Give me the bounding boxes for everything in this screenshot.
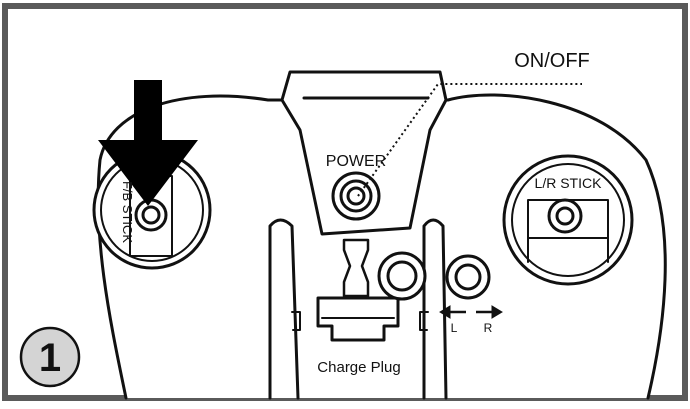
- left-round-button-inner[interactable]: [386, 260, 418, 292]
- charge-connector-neck: [342, 238, 370, 298]
- fb-stick-label: F/B STICK: [120, 181, 135, 243]
- power-button-inner[interactable]: [346, 186, 366, 206]
- right-grip-rail: [422, 218, 448, 400]
- left-right-arrows-icon: [439, 305, 503, 319]
- down-arrow-icon: [98, 80, 198, 206]
- on-off-leader-line: [357, 83, 582, 197]
- right-stick-knob-inner: [555, 206, 575, 226]
- right-grip-notch: [419, 311, 429, 331]
- power-label: POWER: [326, 153, 386, 170]
- left-direction-label: L: [451, 321, 458, 335]
- lr-stick-label: L/R STICK: [535, 175, 603, 191]
- left-grip-notch: [291, 311, 301, 331]
- on-off-label: ON/OFF: [514, 50, 590, 72]
- power-housing: [280, 70, 448, 236]
- step-badge: [19, 326, 81, 388]
- step-number: 1: [39, 336, 61, 380]
- left-grip-rail: [268, 218, 300, 400]
- left-stick-knob-inner: [141, 205, 161, 225]
- charge-plug-label: Charge Plug: [317, 359, 400, 376]
- right-direction-label: R: [484, 321, 493, 335]
- right-round-button-inner[interactable]: [454, 263, 482, 291]
